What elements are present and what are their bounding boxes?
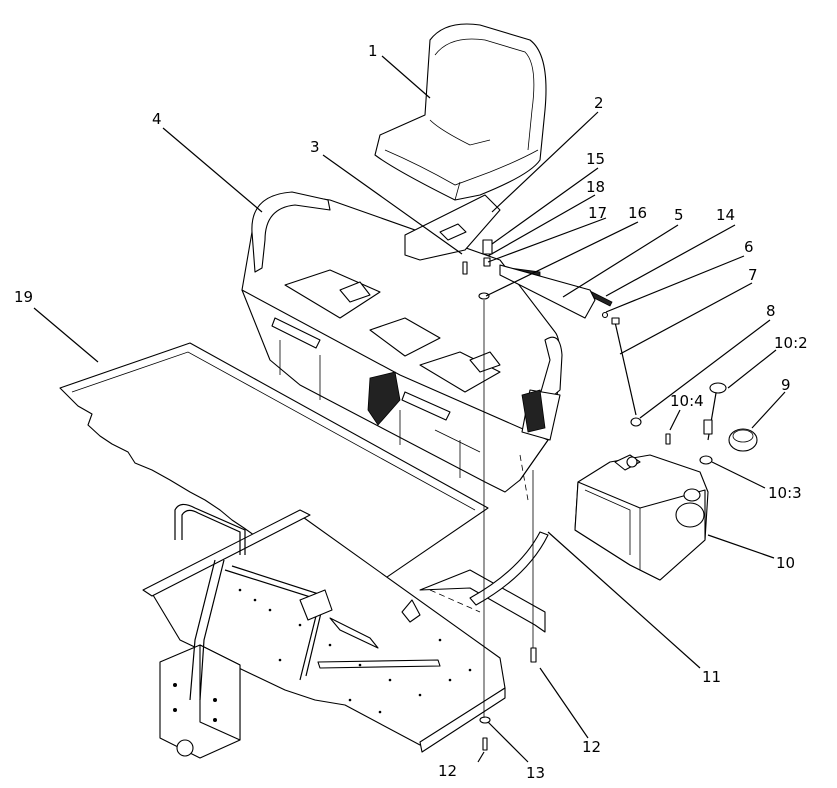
leader-lines <box>33 55 786 763</box>
callout-9: 9 <box>781 376 791 394</box>
callout-15: 15 <box>586 150 605 168</box>
callout-8: 8 <box>766 302 776 320</box>
hose-part <box>469 531 549 606</box>
callout-5: 5 <box>674 206 684 224</box>
callout-12-left: 12 <box>438 762 457 780</box>
callout-19: 19 <box>14 288 33 306</box>
callout-18: 18 <box>586 178 605 196</box>
callout-4: 4 <box>152 110 162 128</box>
callout-16: 16 <box>628 204 647 222</box>
seat-plate-slot <box>439 223 467 241</box>
callout-2: 2 <box>594 94 604 112</box>
callout-3: 3 <box>310 138 320 156</box>
callout-10-3: 10:3 <box>768 484 802 502</box>
callout-7: 7 <box>748 266 758 284</box>
callout-10-2: 10:2 <box>774 334 808 352</box>
callout-17: 17 <box>588 204 607 222</box>
callout-13: 13 <box>526 764 545 782</box>
seat-pan-part <box>241 191 563 493</box>
callout-11: 11 <box>702 668 721 686</box>
callout-12-right: 12 <box>582 738 601 756</box>
callout-14: 14 <box>716 206 735 224</box>
fuel-tank-part <box>574 454 709 581</box>
seat-part <box>374 23 547 201</box>
callout-1: 1 <box>368 42 378 60</box>
callout-10: 10 <box>776 554 795 572</box>
assembly-lines <box>429 300 534 718</box>
callout-labels: 1 2 3 4 5 6 7 8 9 10 10:2 10:3 10:4 11 1… <box>14 42 808 782</box>
callout-6: 6 <box>744 238 754 256</box>
callout-10-4: 10:4 <box>670 392 704 410</box>
